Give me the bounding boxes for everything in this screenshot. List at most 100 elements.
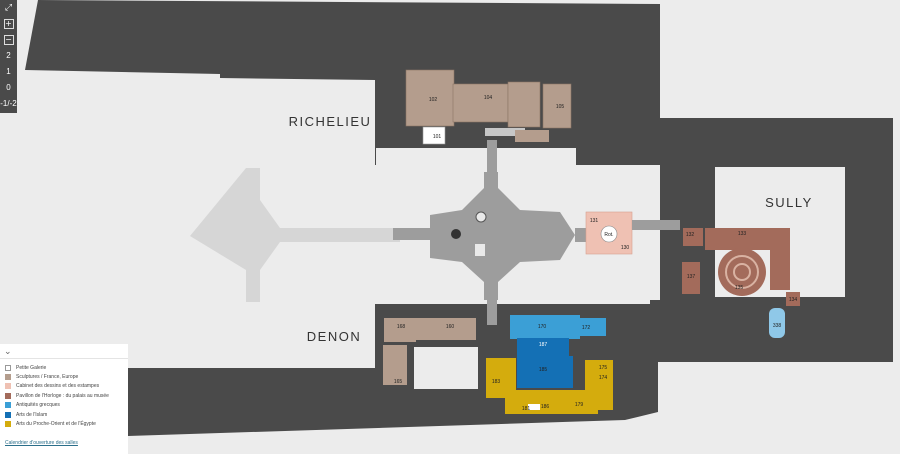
room-label-130: 130 (621, 245, 630, 251)
level-minus1-minus2-button[interactable]: -1/-2 (0, 99, 17, 108)
escalator-icon (475, 244, 485, 256)
room-label-102: 102 (429, 97, 438, 103)
room-label-135: 135 (735, 285, 744, 291)
room-richelieu-south[interactable] (515, 130, 549, 142)
wing-label-sully: SULLY (765, 195, 813, 210)
room-165[interactable] (383, 345, 407, 385)
map-toolbar: ⤢ + − 2 1 0 -1/-2 (0, 0, 17, 113)
fullscreen-icon[interactable]: ⤢ (4, 3, 13, 13)
room-label-134: 134 (789, 297, 798, 303)
wing-label-denon: DENON (307, 329, 361, 344)
room-187[interactable] (517, 338, 569, 356)
room-label-131: 131 (590, 218, 599, 224)
legend-item-label: Petite Galerie (16, 364, 47, 371)
legend-swatch (5, 364, 11, 371)
level-1-button[interactable]: 1 (6, 67, 11, 76)
room-rotonde[interactable] (600, 225, 618, 243)
legend-swatch (5, 392, 11, 399)
denon-courtyard (414, 347, 478, 389)
minus-icon: − (3, 35, 14, 45)
legend-item-label: Sculptures / France, Europe (16, 374, 79, 381)
chevron-down-icon: ⌄ (4, 346, 12, 356)
legend-item-label: Cabinet des dessins et des estampes (16, 383, 100, 390)
legend-item-label: Arts de l'Islam (16, 411, 48, 418)
legend-swatch (5, 402, 11, 409)
room-label-137: 137 (687, 274, 696, 280)
room-label-133: 133 (738, 231, 747, 237)
room-label-170: 170 (538, 324, 547, 330)
room-label-338: 338 (773, 323, 782, 329)
legend-item: Sculptures / France, Europe (0, 372, 128, 381)
room-181[interactable] (505, 390, 585, 414)
room-label-105: 105 (556, 104, 565, 110)
room-186-detail (528, 404, 540, 410)
room-135-inner-ring (733, 263, 751, 281)
wing-label-richelieu: RICHELIEU (289, 114, 372, 129)
room-135-ring (725, 255, 759, 289)
room-137[interactable] (682, 262, 700, 294)
level-0-button[interactable]: 0 (6, 83, 11, 92)
legend-item: Petite Galerie (0, 363, 128, 372)
room-104b[interactable] (507, 81, 541, 128)
room-132[interactable] (683, 228, 703, 246)
richelieu-corridor (485, 128, 525, 136)
legend-toggle-button[interactable]: ⌄ (0, 344, 128, 359)
hall-napoleon-east-arm (575, 228, 587, 242)
room-label-168: 168 (397, 324, 406, 330)
room-105[interactable] (542, 83, 572, 129)
room-label-183: 183 (492, 379, 501, 385)
passage-richelieu (487, 140, 497, 172)
room-label-rotonde: Rot. (604, 232, 613, 238)
room-label-187: 187 (539, 342, 548, 348)
room-338[interactable] (769, 308, 785, 338)
room-160[interactable] (416, 318, 476, 340)
legend-swatch (5, 383, 11, 390)
legend-item: Pavillon de l'Horloge : du palais au mus… (0, 391, 128, 400)
legend-swatch (5, 411, 11, 418)
legend-swatch (5, 421, 11, 428)
room-133[interactable] (705, 228, 790, 290)
level-2-button[interactable]: 2 (6, 51, 11, 60)
room-label-181: 181 (522, 406, 531, 412)
room-170[interactable] (510, 315, 580, 339)
legend-item-label: Antiquités grecques (16, 402, 60, 409)
legend-item-label: Arts du Proche-Orient et de l'Égypte (16, 421, 96, 428)
room-185[interactable] (517, 356, 573, 388)
room-168[interactable] (384, 318, 416, 342)
room-label-174: 174 (599, 375, 608, 381)
plus-icon: + (3, 19, 14, 29)
calendar-link[interactable]: Calendrier d'ouverture des salles (5, 440, 78, 446)
legend-item: Arts de l'Islam (0, 410, 128, 419)
room-label-186: 186 (541, 404, 550, 410)
spiral-staircase-icon (475, 211, 487, 223)
map-legend: ⌄ Petite Galerie Sculptures / France, Eu… (0, 344, 128, 454)
room-label-175: 175 (599, 365, 608, 371)
legend-item: Arts du Proche-Orient et de l'Égypte (0, 419, 128, 428)
room-179[interactable] (572, 396, 598, 414)
room-label-101: 101 (433, 134, 442, 140)
carrousel-garden (190, 168, 400, 302)
legend-item: Antiquités grecques (0, 401, 128, 410)
richelieu-courtyard-edge (376, 148, 576, 165)
room-label-185: 185 (539, 367, 548, 373)
room-label-179: 179 (575, 402, 584, 408)
passage-denon (487, 300, 497, 325)
room-104[interactable] (452, 83, 509, 123)
room-134[interactable] (786, 292, 800, 306)
room-label-104: 104 (484, 95, 493, 101)
legend-item: Cabinet des dessins et des estampes (0, 382, 128, 391)
room-172[interactable] (580, 318, 606, 336)
room-label-165: 165 (394, 379, 403, 385)
hall-napoleon-west-arm (393, 228, 433, 240)
legend-item-label: Pavillon de l'Horloge : du palais au mus… (16, 392, 109, 399)
zoom-in-button[interactable]: + (0, 16, 17, 32)
pyramid-elevator (451, 229, 461, 239)
room-label-172: 172 (582, 325, 591, 331)
room-102[interactable] (405, 69, 455, 127)
zoom-out-button[interactable]: − (0, 32, 17, 48)
room-101[interactable] (422, 126, 446, 145)
legend-swatch (5, 374, 11, 381)
room-label-160: 160 (446, 324, 455, 330)
sully-entrance-corridor (632, 220, 680, 230)
